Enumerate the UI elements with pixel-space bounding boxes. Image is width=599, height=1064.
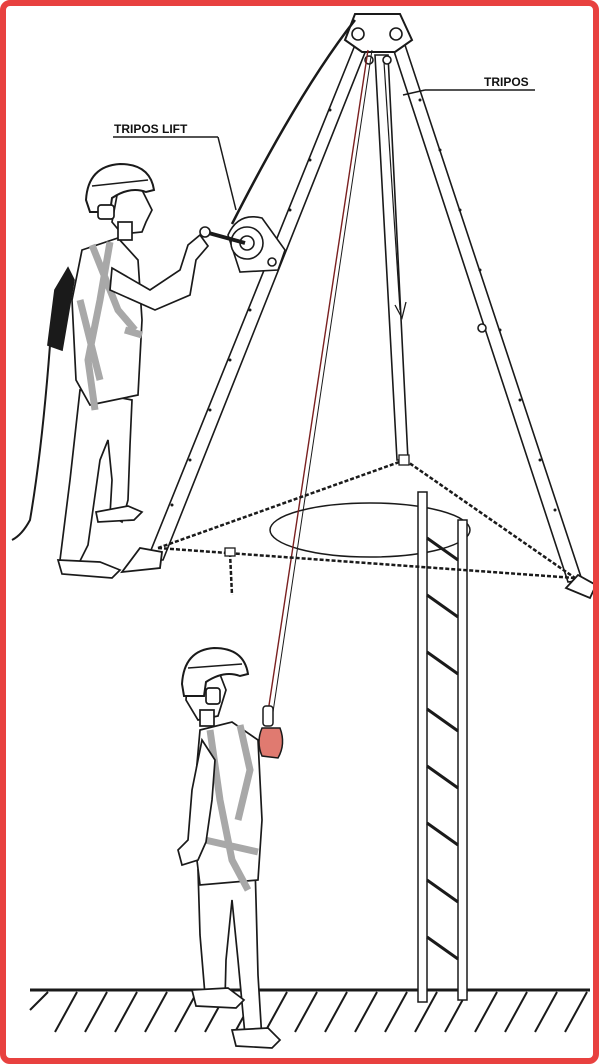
ladder-rungs — [427, 538, 458, 959]
operator-legs — [60, 390, 132, 565]
operator-ear-protector — [98, 205, 114, 219]
tripod-leg-holes — [171, 99, 557, 512]
callout-lift-leader — [218, 137, 236, 210]
ladder-rail-left — [418, 492, 427, 1002]
chain-hanging — [230, 553, 232, 595]
entrant-legs — [198, 865, 262, 1040]
tripos-lift-winch — [200, 217, 285, 272]
entrant-neck — [200, 710, 214, 726]
ground-hatching — [30, 992, 587, 1032]
ground — [30, 990, 590, 1032]
label-tripos: TRIPOS — [484, 75, 529, 89]
fall-arrest-connector — [259, 706, 283, 758]
tripod-foot-left — [122, 548, 162, 572]
chain-bottom — [158, 548, 575, 578]
operator-boot-rear — [58, 560, 120, 578]
tripod — [122, 14, 593, 598]
operator-back-device — [48, 268, 74, 350]
tripod-leg-center — [375, 55, 408, 460]
operator-neck — [118, 222, 132, 240]
entrant-boot-front — [232, 1028, 280, 1048]
carabiner-icon — [259, 728, 283, 758]
spreader-chains — [158, 460, 575, 595]
operator-tool-lanyard — [12, 345, 50, 540]
label-tripos-lift: TRIPOS LIFT — [114, 122, 188, 136]
chain-center-ring — [399, 455, 409, 465]
ladder-rail-right — [458, 520, 467, 1000]
chain-shackle — [225, 548, 235, 556]
tripod-head-pulley-left — [352, 28, 364, 40]
tripod-leg-bolt — [478, 324, 486, 332]
entrant-ear-protector — [206, 688, 220, 704]
operator-boot-front — [96, 506, 142, 522]
tripod-head-pulley-right — [390, 28, 402, 40]
tripod-rescue-diagram: TRIPOS TRIPOS LIFT — [6, 6, 593, 1058]
callout-tripos: TRIPOS — [403, 75, 535, 95]
